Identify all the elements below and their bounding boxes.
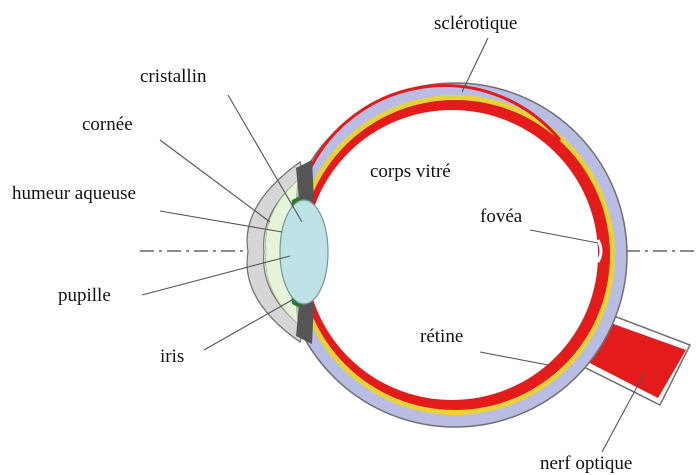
leader-cornee (160, 140, 270, 222)
label-humeur-aqueuse: humeur aqueuse (12, 183, 136, 204)
label-pupille: pupille (58, 285, 111, 306)
label-corps-vitre: corps vitré (370, 161, 451, 182)
label-iris: iris (160, 346, 184, 367)
lens (280, 200, 328, 304)
label-cornee: cornée (82, 114, 133, 135)
label-fovea: fovéa (480, 206, 523, 227)
vitreous-body (306, 110, 598, 400)
label-cristallin: cristallin (140, 66, 207, 87)
label-nerf-optique: nerf optique (540, 453, 632, 474)
label-retine: rétine (420, 326, 463, 347)
label-sclerotique: sclérotique (434, 13, 517, 34)
